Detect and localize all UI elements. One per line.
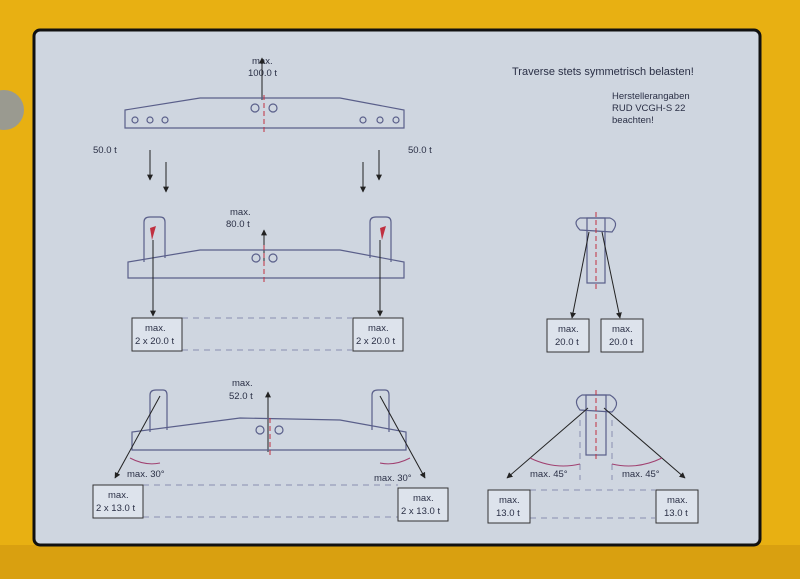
diagram2-right-box-label: max. [368,323,389,334]
diagram5-right-box-value: 13.0 t [664,508,688,519]
diagram4-right-angle: max. 30° [374,473,412,484]
diagram1-max-value: 100.0 t [248,68,277,79]
diagram2-max-value: 80.0 t [226,219,250,230]
diagram4-right-box-value: 2 x 13.0 t [401,506,440,517]
diagram2-max-label: max. [230,207,251,218]
diagram4-right-box-label: max. [413,493,434,504]
diagram4-left-box-label: max. [108,490,129,501]
diagram4-left-box-value: 2 x 13.0 t [96,503,135,514]
diagram-angled-lift-45: max. 45° max. 45° max. 13.0 t max. 13.0 … [487,390,699,524]
note-line2: RUD VCGH-S 22 [612,103,685,114]
diagram2-left-box-label: max. [145,323,166,334]
diagram2-right-box-value: 2 x 20.0 t [356,336,395,347]
diagram1-right-load: 50.0 t [408,145,432,156]
diagram3-right-box-value: 20.0 t [609,337,633,348]
diagram-angled-lift-30: max. 52.0 t max. 30° max. 30° max. 2 x 1… [92,378,449,522]
note-line3: beachten! [612,115,654,126]
diagram4-max-label: max. [232,378,253,389]
diagram3-left-box-value: 20.0 t [555,337,579,348]
diagram-spreader-beam: max. 100.0 t 50.0 t 50.0 t [93,56,432,193]
diagram3-left-box-label: max. [558,324,579,335]
diagram4-max-value: 52.0 t [229,391,253,402]
diagram5-left-angle: max. 45° [530,469,568,480]
diagram-single-point-vertical: max. 20.0 t max. 20.0 t [546,212,644,353]
bolt-head [0,90,24,130]
diagram5-left-box-label: max. [499,495,520,506]
diagram5-left-box-value: 13.0 t [496,508,520,519]
note-line1: Herstellerangaben [612,91,690,102]
diagram-vertical-lift: max. 80.0 t max. 2 x 20.0 t max. 2 x 20.… [127,207,405,352]
diagram4-left-angle: max. 30° [127,469,165,480]
warning-text: Traverse stets symmetrisch belasten! [512,66,694,78]
diagram1-left-load: 50.0 t [93,145,117,156]
diagram2-left-box-value: 2 x 20.0 t [135,336,174,347]
diagram5-right-angle: max. 45° [622,469,660,480]
diagram5-right-box-label: max. [667,495,688,506]
diagram3-right-box-label: max. [612,324,633,335]
